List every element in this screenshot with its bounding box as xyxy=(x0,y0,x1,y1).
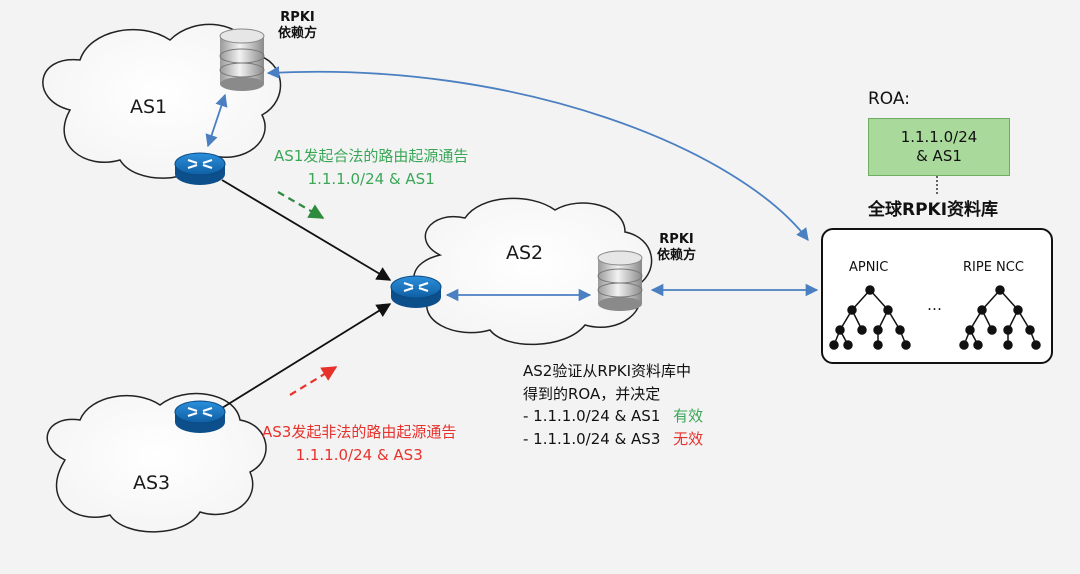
registry-title: 全球RPKI资料库 xyxy=(868,200,999,220)
rp-line2: 依赖方 xyxy=(278,26,318,42)
router-icon xyxy=(174,152,226,185)
cloud-label-as2: AS2 xyxy=(506,242,544,264)
cloud-label-as1: AS1 xyxy=(130,96,168,118)
verify-item1-result: 有效 xyxy=(673,407,704,425)
legit-announcement: AS1发起合法的路由起源通告 1.1.1.0/24 & AS1 xyxy=(274,147,468,189)
rp-line1: RPKI xyxy=(280,10,315,25)
link-as1-server-router xyxy=(205,93,228,148)
verify-line2: 得到的ROA，并决定 xyxy=(523,384,661,403)
server-icon xyxy=(219,28,265,91)
illegit-announcement: AS3发起非法的路由起源通告 1.1.1.0/24 & AS3 xyxy=(262,423,456,465)
link-as1-server-registry xyxy=(266,66,809,242)
router-icon xyxy=(390,275,442,308)
illegit-line2: 1.1.1.0/24 & AS3 xyxy=(295,445,423,464)
verify-item2-result: 无效 xyxy=(673,429,704,448)
rp-line1: RPKI xyxy=(659,232,694,247)
verification-note: AS2验证从RPKI资料库中 得到的ROA，并决定 - 1.1.1.0/24 &… xyxy=(523,360,703,450)
illegit-line1: AS3发起非法的路由起源通告 xyxy=(262,423,457,441)
roa-title: ROA: xyxy=(868,89,910,109)
announce-arrow-red xyxy=(289,366,338,396)
relying-party-label-as1: RPKI 依赖方 xyxy=(278,10,317,43)
verify-item2: - 1.1.1.0/24 & AS3 无效 xyxy=(523,428,703,451)
cloud-label-as3: AS3 xyxy=(133,472,171,494)
legit-line1: AS1发起合法的路由起源通告 xyxy=(274,147,469,165)
rp-line2: 依赖方 xyxy=(657,248,697,264)
announce-arrow-green xyxy=(277,191,325,219)
router-icon xyxy=(174,400,226,433)
legit-line2: 1.1.1.0/24 & AS1 xyxy=(307,169,435,188)
registry-ellipsis: … xyxy=(927,296,942,314)
roa-asn: & AS1 xyxy=(916,147,962,165)
verify-item2-text: - 1.1.1.0/24 & AS3 xyxy=(523,429,661,448)
verify-item1-text: - 1.1.1.0/24 & AS1 xyxy=(523,407,661,425)
route-as3-to-as2 xyxy=(221,303,392,409)
registry-box: APNIC RIPE NCC … xyxy=(821,228,1053,364)
route-as1-to-as2 xyxy=(221,179,392,281)
server-icon xyxy=(597,250,643,311)
rir-ripe: RIPE NCC xyxy=(963,260,1024,275)
relying-party-label-as2: RPKI 依赖方 xyxy=(657,232,696,265)
verify-item1: - 1.1.1.0/24 & AS1 有效 xyxy=(523,405,703,428)
roa-card: 1.1.1.0/24 & AS1 xyxy=(868,118,1010,176)
rir-apnic: APNIC xyxy=(849,260,889,275)
verify-line1: AS2验证从RPKI资料库中 xyxy=(523,362,692,380)
tree-icon xyxy=(829,285,1041,350)
cloud-as3 xyxy=(46,392,267,533)
roa-prefix: 1.1.1.0/24 xyxy=(900,127,978,146)
